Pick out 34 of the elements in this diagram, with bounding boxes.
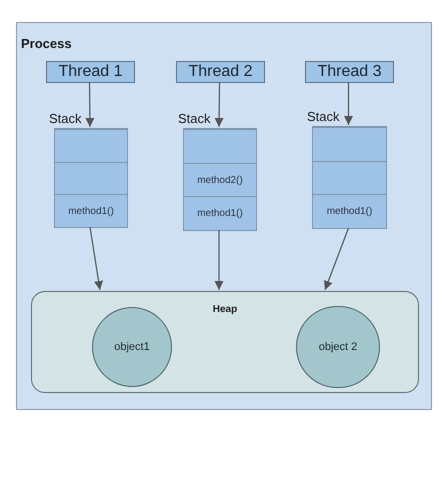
thread-label: Thread 2 xyxy=(188,64,253,80)
stack-frame xyxy=(184,196,256,230)
process-title: Process xyxy=(21,36,72,51)
arrow xyxy=(214,230,224,290)
thread-label: Thread 3 xyxy=(317,64,382,80)
thread-box xyxy=(176,61,265,83)
method-label: method1() xyxy=(326,205,372,220)
heap-label: Heap xyxy=(212,303,238,317)
arrow xyxy=(324,228,350,290)
stack-frame xyxy=(313,127,386,161)
method-label: method1() xyxy=(68,204,114,219)
arrow xyxy=(85,82,94,127)
stack-frame xyxy=(313,194,386,228)
process-box xyxy=(16,22,432,410)
stack-frame xyxy=(184,129,256,163)
stack-frame xyxy=(55,194,127,228)
stack-frame xyxy=(313,160,386,194)
thread-box xyxy=(305,61,394,83)
heap-box xyxy=(31,291,419,393)
object-label: object 2 xyxy=(318,340,358,355)
stack-frame xyxy=(55,162,127,194)
thread-label: Thread 1 xyxy=(58,64,123,80)
arrow xyxy=(89,226,104,290)
object-label: object1 xyxy=(114,340,150,355)
arrow xyxy=(214,82,224,127)
method-label: method2() xyxy=(197,174,243,188)
arrow xyxy=(344,82,353,125)
thread-box xyxy=(46,61,135,83)
stack-frame xyxy=(184,162,256,196)
stack-label: Stack xyxy=(307,109,340,124)
method-label: method1() xyxy=(197,207,243,222)
stack-label: Stack xyxy=(178,111,211,126)
stack-label: Stack xyxy=(49,111,82,126)
stack-frame xyxy=(55,129,127,162)
